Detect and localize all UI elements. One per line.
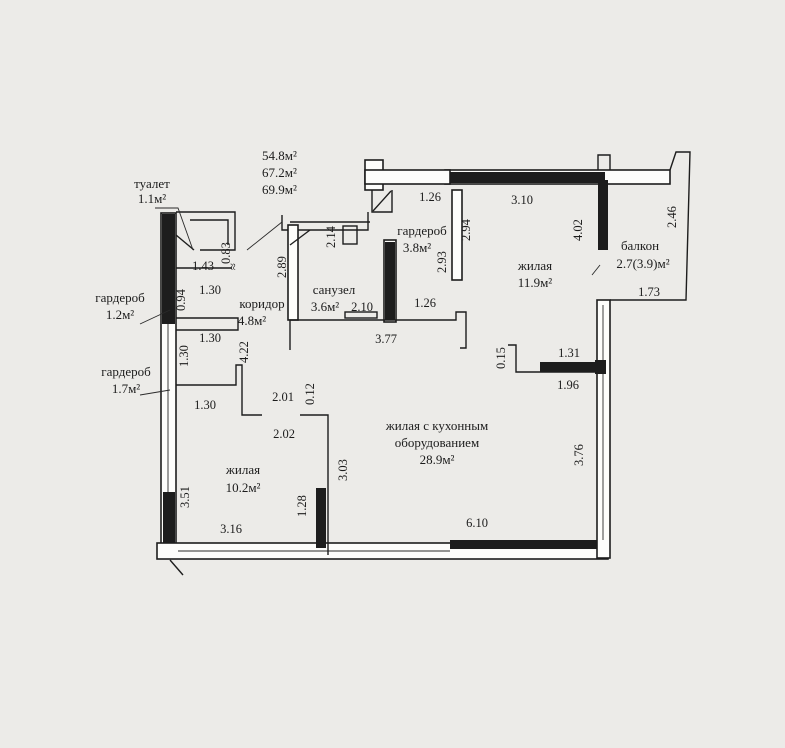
room-toilet-name: туалет (134, 176, 170, 191)
room-labels: туалет 1.1м² гардероб 1.2м² гардероб 1.7… (95, 176, 669, 495)
room-wardrobe-3-name: гардероб (397, 223, 447, 238)
dim-2-10: 2.10 (351, 300, 373, 314)
room-wardrobe-2-area: 1.7м² (112, 381, 140, 396)
wardrobe-2-wall (176, 364, 262, 416)
dimension-labels: 1.26 3.10 2.94 4.02 2.46 2.93 2.14 2.89 … (174, 190, 679, 536)
kitchen-niche-solid (540, 362, 600, 372)
dim-3-16: 3.16 (220, 522, 242, 536)
room-living-kitchen-name-2: оборудованием (395, 435, 479, 450)
room-wardrobe-1-area: 1.2м² (106, 307, 134, 322)
dim-2-02: 2.02 (273, 427, 295, 441)
dim-1-30-b: 1.30 (199, 331, 221, 345)
shaft (371, 190, 393, 213)
room-corridor-name: коридор (239, 296, 284, 311)
room-living-2-name: жилая (225, 462, 260, 477)
balcony-post-left (597, 154, 611, 170)
ventilation-box (342, 225, 358, 245)
room-living-2-area: 10.2м² (226, 480, 261, 495)
room-balcony-name: балкон (621, 238, 659, 253)
room-living-kitchen-area: 28.9м² (420, 452, 455, 467)
dim-1-30-c: 1.30 (177, 345, 191, 367)
corridor-bottom-wall (289, 311, 467, 350)
dim-1-26-top: 1.26 (419, 190, 441, 204)
room-living-kitchen-name-1: жилая с кухонным (385, 418, 488, 433)
bath-right-wall-solid (385, 242, 395, 320)
top-wall-segment (364, 169, 451, 185)
room-wardrobe-2-name: гардероб (101, 364, 151, 379)
bath-threshold (344, 311, 378, 319)
balcony-outline (610, 151, 691, 301)
left-wall-solid-lower (163, 492, 175, 554)
dim-4-02: 4.02 (571, 219, 585, 241)
dim-2-89: 2.89 (275, 256, 289, 278)
partition-solid (316, 488, 326, 548)
dim-1-31: 1.31 (558, 346, 580, 360)
room-living-1-area: 11.9м² (518, 275, 552, 290)
dim-2-46: 2.46 (665, 206, 679, 228)
dim-1-26-mid: 1.26 (414, 296, 436, 310)
dim-6-10: 6.10 (466, 516, 488, 530)
bottom-wall-solid (450, 540, 606, 549)
right-wall-solid (595, 360, 606, 374)
total-area-1: 54.8м² (262, 148, 297, 163)
dim-2-01: 2.01 (272, 390, 294, 404)
dim-3-51: 3.51 (178, 486, 192, 508)
dim-1-73: 1.73 (638, 285, 660, 299)
toilet-outline (176, 211, 236, 251)
room-bathroom-area: 3.6м² (311, 299, 339, 314)
room-living-1-name: жилая (517, 258, 552, 273)
dim-1-30-d: 1.30 (194, 398, 216, 412)
room-balcony-area: 2.7(3.9)м² (616, 256, 669, 271)
dim-4-22: 4.22 (237, 341, 251, 363)
dim-0-12: 0.12 (303, 383, 317, 405)
dim-1-28: 1.28 (295, 495, 309, 517)
dim-1-30-a: 1.30 (199, 283, 221, 297)
dim-3-10: 3.10 (511, 193, 533, 207)
dim-0-94: 0.94 (174, 288, 188, 311)
dim-1-43: 1.43 (192, 259, 214, 273)
room-corridor-area: 4.8м² (238, 313, 266, 328)
walls: ≈ (156, 151, 691, 576)
dim-2-93: 2.93 (435, 251, 449, 273)
dim-2-14: 2.14 (324, 225, 338, 248)
dim-1-96: 1.96 (557, 378, 579, 392)
room-wardrobe-1-name: гардероб (95, 290, 145, 305)
room-toilet-area: 1.1м² (138, 191, 166, 206)
bath-diagonal (289, 229, 311, 246)
room-wardrobe-3-area: 3.8м² (403, 240, 431, 255)
total-area-3: 69.9м² (262, 182, 297, 197)
total-area-2: 67.2м² (262, 165, 297, 180)
left-wall-solid-upper (162, 214, 175, 324)
top-wall-solid (450, 172, 605, 183)
dim-2-94: 2.94 (459, 218, 473, 241)
right-exterior-wall (596, 299, 611, 559)
balcony-wall-solid (598, 180, 608, 250)
wardrobe-3-wall (451, 189, 463, 281)
leader-lines (139, 207, 601, 396)
dim-3-76: 3.76 (572, 444, 586, 466)
inner-partition (300, 414, 329, 555)
room-bathroom-name: санузел (313, 282, 356, 297)
dim-3-77: 3.77 (375, 332, 397, 346)
dim-3-03: 3.03 (336, 459, 350, 481)
dim-0-83: 0.83 (219, 242, 233, 264)
dim-0-15: 0.15 (494, 347, 508, 369)
svg-text:≈: ≈ (226, 263, 240, 270)
wardrobe-1-bottom (176, 317, 239, 331)
